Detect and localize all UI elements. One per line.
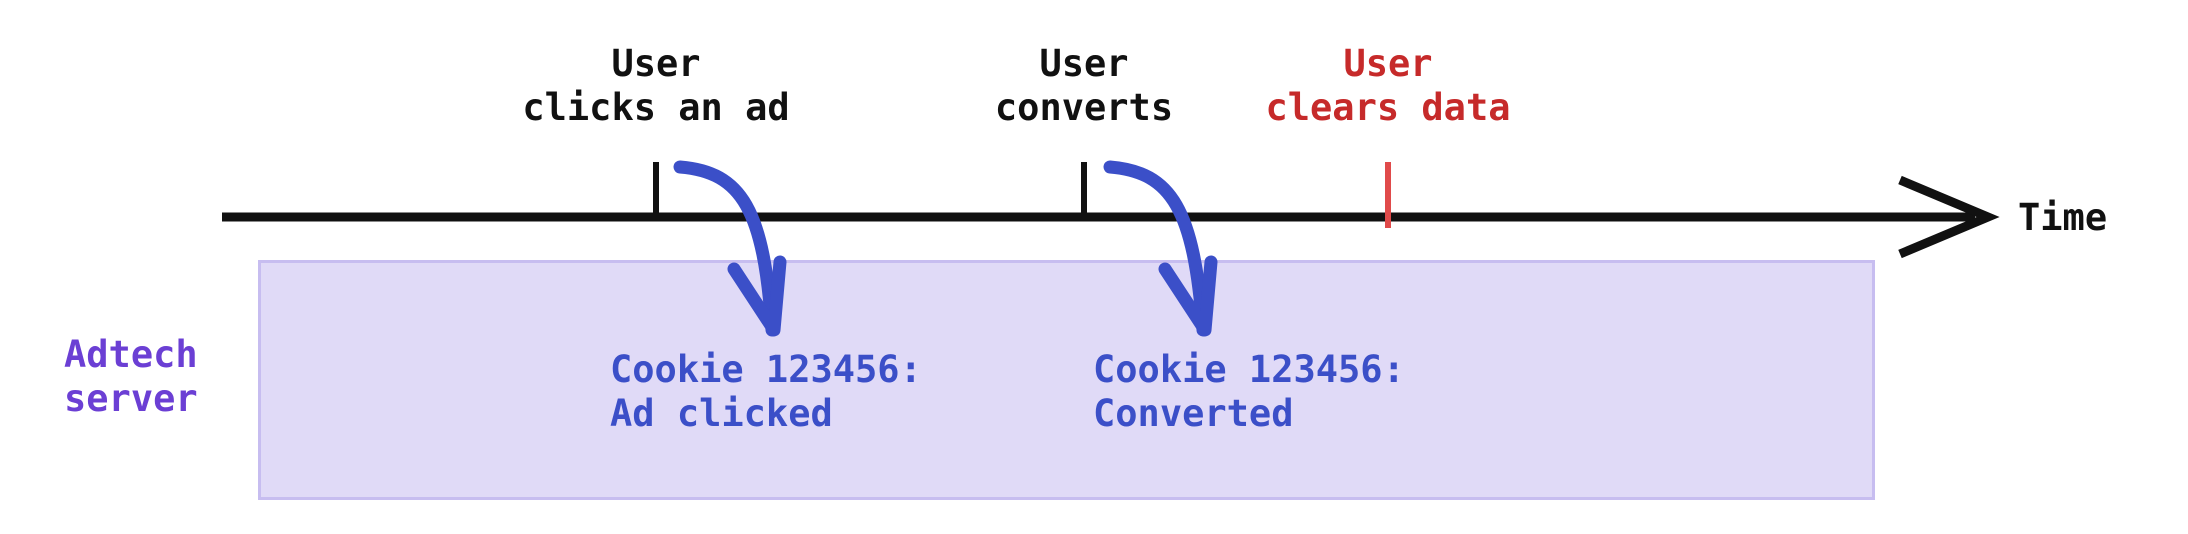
record-ad-clicked: Cookie 123456:Ad clicked <box>610 348 1030 435</box>
arrow-ad-click-to-record <box>673 160 779 337</box>
event-label-conversion-line2: converts <box>994 85 1174 129</box>
record-ad-clicked-line2: Ad clicked <box>610 391 833 435</box>
event-label-clear-data-line1: User <box>1343 42 1433 85</box>
arrowhead-conversion <box>1158 255 1218 337</box>
event-label-ad-click-line2: clicks an ad <box>522 85 790 129</box>
event-label-ad-click-line1: User <box>611 42 701 85</box>
arrow-conversion-to-record <box>1103 160 1210 337</box>
record-converted: Cookie 123456:Converted <box>1093 348 1513 435</box>
axis-label-time-text: Time <box>2018 196 2108 239</box>
arrow-right-icon <box>1898 175 2000 259</box>
adtech-server-label-line1: Adtech <box>64 333 198 376</box>
adtech-server-box <box>258 260 1875 500</box>
arrowhead-ad-click <box>727 255 787 337</box>
axis-label-time: Time <box>2018 196 2107 240</box>
record-ad-clicked-line1: Cookie 123456: <box>610 348 922 391</box>
event-label-clear-data-line2: clears data <box>1265 85 1511 129</box>
record-converted-line2: Converted <box>1093 391 1294 435</box>
record-converted-line1: Cookie 123456: <box>1093 348 1405 391</box>
event-label-conversion-line1: User <box>1039 42 1129 85</box>
adtech-server-label-line2: server <box>64 376 198 420</box>
